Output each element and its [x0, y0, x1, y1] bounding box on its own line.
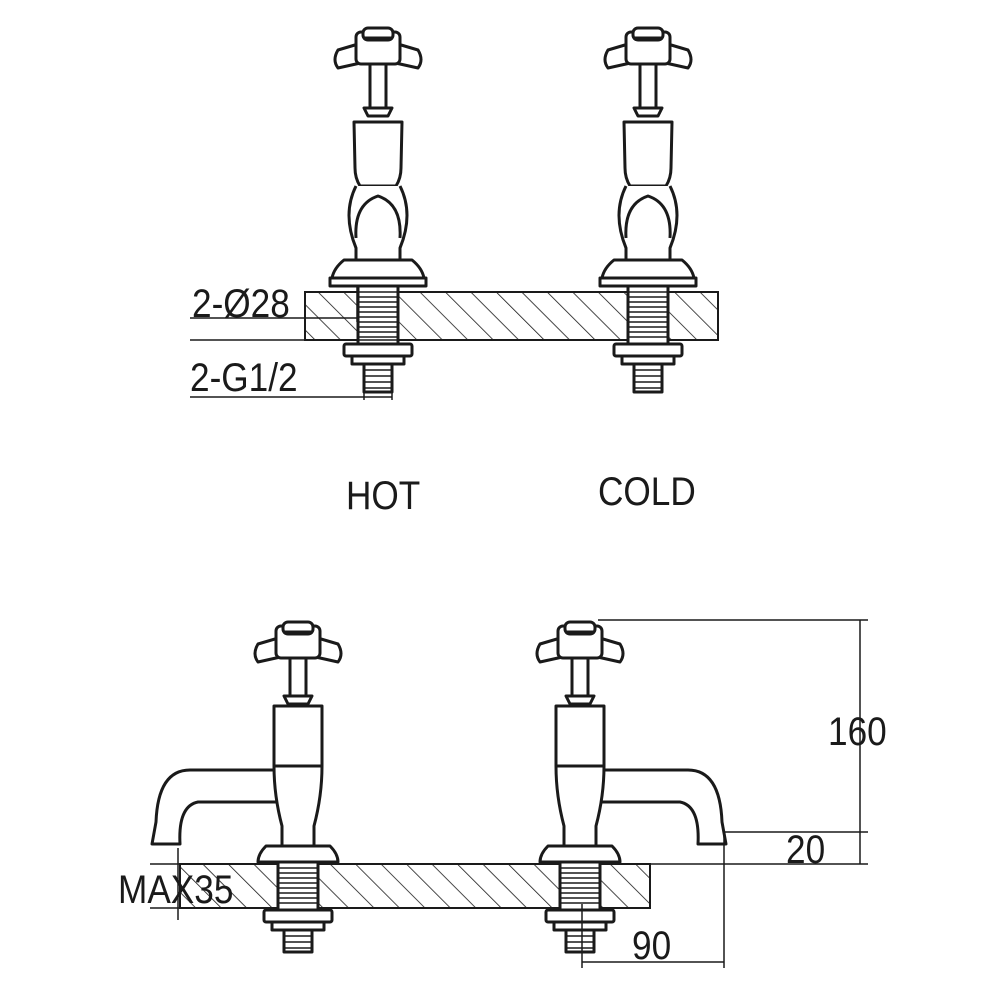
reach-dimension-label: 90 — [632, 924, 672, 968]
diameter-leader — [190, 286, 398, 341]
cold-label: COLD — [598, 470, 696, 514]
hole-diameter-label: 2-Ø28 — [192, 282, 290, 326]
thread-leader — [190, 372, 393, 400]
max-deck-thickness-label: MAX35 — [118, 868, 234, 912]
thread-size-label: 2-G1/2 — [190, 356, 298, 400]
hot-label: HOT — [346, 474, 421, 518]
dimension-lines — [150, 619, 868, 968]
top-view — [190, 26, 719, 400]
spout-height-dimension-label: 20 — [786, 828, 826, 872]
side-view — [150, 619, 868, 968]
height-dimension-label: 160 — [828, 710, 887, 754]
